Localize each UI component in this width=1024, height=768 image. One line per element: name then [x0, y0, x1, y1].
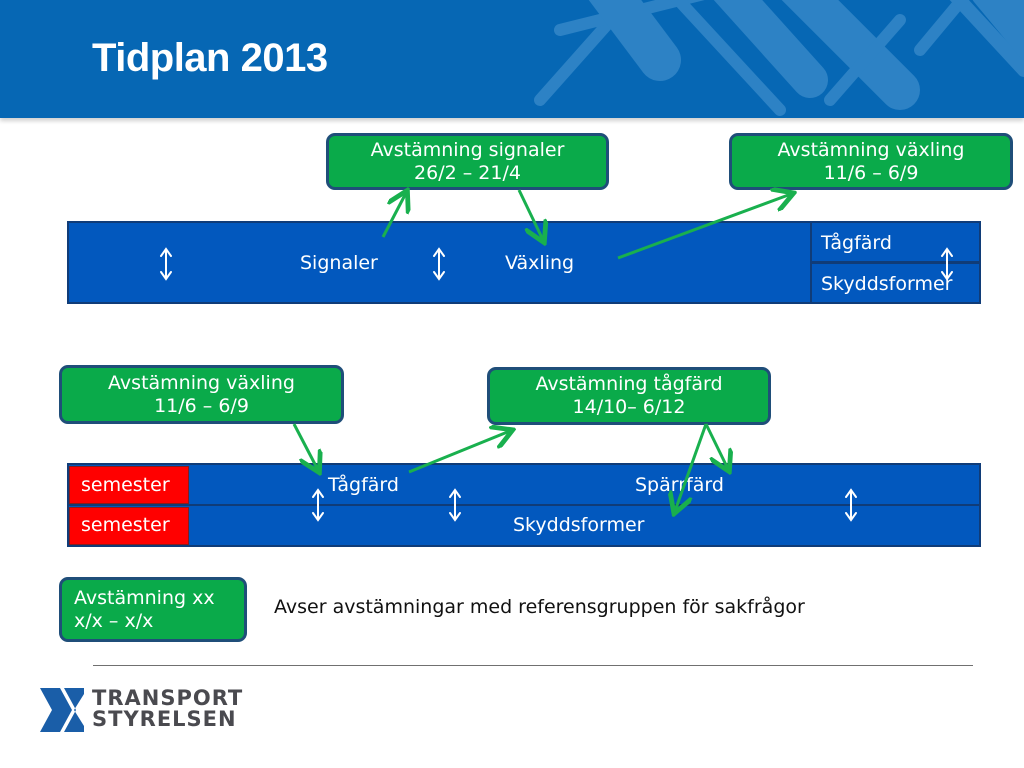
callout-title: Avstämning tågfärd: [535, 373, 723, 395]
semester-top: [69, 466, 189, 504]
semester-top-label: semester: [81, 474, 170, 496]
legend-description: Avser avstämningar med referensgruppen f…: [274, 596, 805, 618]
phase-vaxling: Växling: [505, 252, 575, 274]
phase-tagfard: Tågfärd: [821, 232, 892, 254]
timeline-bar-2-bottom: [67, 504, 981, 547]
logo-line-2: STYRELSEN: [92, 707, 237, 731]
callout-avstamning-signaler: Avstämning signaler 26/2 – 21/4: [326, 133, 609, 190]
phase-sparrfard: Spärrfärd: [635, 474, 724, 496]
transportstyrelsen-logo-icon: [40, 688, 84, 732]
callout-avstamning-vaxling-2: Avstämning växling 11/6 – 6/9: [59, 365, 344, 424]
callout-title: Avstämning växling: [108, 371, 295, 394]
semester-bottom: [69, 507, 189, 545]
legend-callout-title: Avstämning xx: [74, 586, 215, 609]
callout-dates: 26/2 – 21/4: [414, 161, 521, 184]
phase-skyddsformer-2: Skyddsformer: [513, 514, 645, 536]
legend-callout: Avstämning xx x/x – x/x: [59, 577, 247, 642]
legend-callout-dates: x/x – x/x: [74, 609, 154, 632]
callout-dates: 11/6 – 6/9: [154, 394, 249, 417]
callout-avstamning-tagfard: Avstämning tågfärd 14/10– 6/12: [487, 367, 771, 425]
callout-dates: 14/10– 6/12: [572, 396, 686, 418]
phase-tagfard-2: Tågfärd: [328, 474, 399, 496]
logo-line-1: TRANSPORT: [92, 686, 244, 710]
timeline-bar-1-right-bottom: [810, 262, 981, 304]
phase-skyddsformer: Skyddsformer: [821, 273, 953, 295]
phase-signaler: Signaler: [300, 252, 378, 274]
footer-divider: [93, 665, 973, 666]
callout-title: Avstämning växling: [777, 138, 965, 161]
page-title: Tidplan 2013: [92, 36, 328, 80]
callout-dates: 11/6 – 6/9: [823, 161, 919, 184]
rail-pattern-icon: [534, 0, 1024, 116]
callout-title: Avstämning signaler: [370, 138, 565, 161]
slide-header: Tidplan 2013: [0, 0, 1024, 118]
logo-wordmark: TRANSPORT STYRELSEN: [92, 688, 243, 730]
callout-avstamning-vaxling: Avstämning växling 11/6 – 6/9: [729, 133, 1013, 190]
timeline-bar-2-top: [67, 463, 981, 506]
semester-bottom-label: semester: [81, 514, 170, 536]
